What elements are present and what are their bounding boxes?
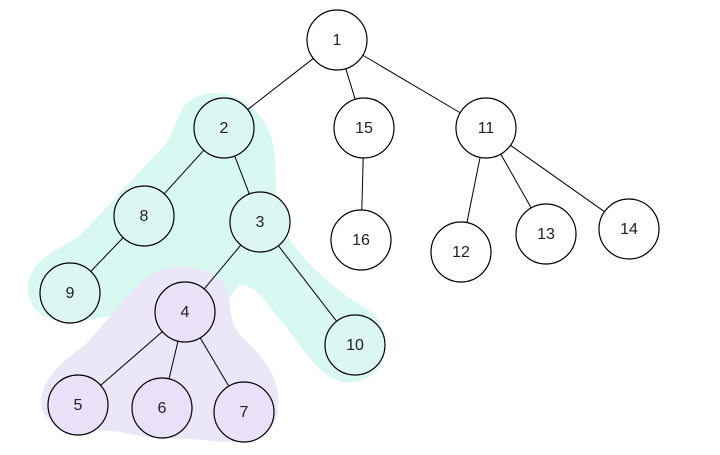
edge-4-5 — [100, 331, 163, 386]
node-circle-2 — [193, 97, 255, 159]
node-circle-11 — [455, 97, 517, 159]
node-13: 13 — [515, 203, 577, 265]
node-label-10: 10 — [346, 337, 364, 354]
node-label-2: 2 — [220, 120, 229, 137]
node-circle-1 — [306, 9, 368, 71]
edge-3-4 — [203, 244, 242, 290]
edge-11-14 — [510, 144, 605, 213]
node-label-3: 3 — [256, 214, 265, 231]
node-circle-8 — [113, 185, 175, 247]
node-label-16: 16 — [352, 232, 370, 249]
edge-15-16 — [361, 157, 364, 211]
node-label-11: 11 — [478, 120, 495, 137]
edge-11-13 — [500, 153, 532, 209]
edge-2-8 — [163, 149, 205, 195]
node-9: 9 — [39, 262, 101, 324]
node-circle-10 — [324, 314, 386, 376]
node-circle-14 — [598, 198, 660, 260]
node-circle-3 — [229, 191, 291, 253]
node-label-6: 6 — [158, 400, 167, 417]
node-circle-5 — [47, 374, 109, 436]
node-5: 5 — [47, 374, 109, 436]
node-14: 14 — [598, 198, 660, 260]
node-2: 2 — [193, 97, 255, 159]
edge-1-2 — [247, 58, 314, 110]
node-16: 16 — [330, 209, 392, 271]
node-circle-4 — [154, 281, 216, 343]
node-12: 12 — [430, 221, 492, 283]
node-circle-12 — [430, 221, 492, 283]
node-label-1: 1 — [333, 32, 342, 49]
edge-3-10 — [277, 245, 338, 322]
edge-1-15 — [345, 68, 356, 100]
node-label-5: 5 — [74, 397, 83, 414]
node-11: 11 — [455, 97, 517, 159]
node-circle-13 — [515, 203, 577, 265]
node-15: 15 — [333, 97, 395, 159]
edge-4-6 — [168, 341, 179, 379]
node-7: 7 — [213, 381, 275, 443]
node-circle-9 — [39, 262, 101, 324]
node-label-15: 15 — [355, 120, 373, 137]
node-4: 4 — [154, 281, 216, 343]
node-label-12: 12 — [452, 244, 470, 261]
node-label-9: 9 — [66, 285, 75, 302]
edges-layer — [90, 54, 605, 387]
node-label-7: 7 — [240, 404, 249, 421]
node-circle-7 — [213, 381, 275, 443]
node-8: 8 — [113, 185, 175, 247]
node-1: 1 — [306, 9, 368, 71]
edge-8-9 — [90, 237, 124, 272]
edge-2-3 — [234, 155, 250, 195]
edge-4-7 — [199, 337, 230, 387]
node-label-4: 4 — [181, 304, 190, 321]
edge-1-11 — [362, 54, 461, 114]
node-circle-15 — [333, 97, 395, 159]
node-circle-16 — [330, 209, 392, 271]
node-circle-6 — [131, 377, 193, 439]
edge-11-12 — [466, 157, 481, 223]
node-6: 6 — [131, 377, 193, 439]
node-3: 3 — [229, 191, 291, 253]
node-label-14: 14 — [620, 221, 638, 238]
node-label-13: 13 — [537, 226, 555, 243]
node-label-8: 8 — [140, 208, 149, 225]
node-10: 10 — [324, 314, 386, 376]
